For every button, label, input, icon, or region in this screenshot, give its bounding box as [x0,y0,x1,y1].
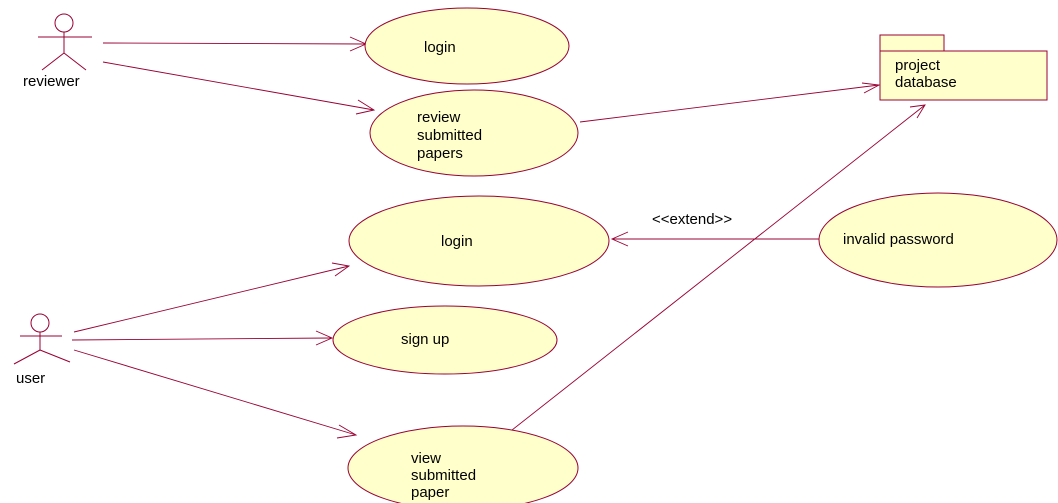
use-case-reviewer-login: login [364,7,570,85]
use-case-user-login: login [348,195,610,287]
actor-head [30,313,50,333]
use-case-ellipse [347,425,579,503]
actor-label: reviewer [23,73,80,90]
actor-user: user [13,313,71,387]
use-case-invalid-password: invalid password [818,192,1058,288]
label-line: view [411,450,441,467]
user-signup-association [71,337,333,341]
label-line: papers [417,145,463,162]
use-case-ellipse [364,7,570,85]
actor-left-leg [13,349,41,365]
actor-right-leg [39,349,71,363]
user-view-association [73,349,357,436]
use-case-ellipse [369,89,579,177]
use-case-sign-up: sign up [332,305,558,375]
label-line: review [417,109,461,126]
arrowhead [861,82,881,94]
arrowhead [909,104,926,119]
label-line: submitted [411,467,476,484]
actor-reviewer: reviewer [23,13,92,90]
use-case-review-submitted-papers: review submitted papers [369,89,579,177]
review-database-dependency [579,84,880,123]
use-case-label: invalid password [843,231,954,248]
arrowhead [610,231,629,247]
actor-label: user [16,370,45,387]
arrowhead [315,330,334,346]
package-tab [879,34,945,52]
package-label: project database [895,57,957,91]
label-line: submitted [417,127,482,144]
use-case-label: review submitted papers [417,109,486,162]
arrowhead [331,262,351,277]
package-body [879,50,1048,101]
use-case-label: sign up [401,331,449,348]
use-case-label: login [424,39,456,56]
arrowhead [336,424,358,439]
reviewer-login-association [102,42,367,45]
use-case-label: login [441,233,473,250]
use-case-ellipse [818,192,1058,288]
arrowhead [355,99,376,115]
reviewer-review-association [102,61,375,111]
view-database-dependency [506,104,926,435]
label-line: project [895,57,941,74]
use-case-label: view submitted paper [411,450,480,501]
user-login-association [73,265,350,333]
label-line: database [895,74,957,91]
actor-head [54,13,74,33]
use-case-ellipse [348,195,610,287]
actor-left-leg [41,52,65,71]
relationships [71,36,926,439]
use-case-view-submitted-paper: view submitted paper [347,425,579,503]
use-case-ellipse [332,305,558,375]
extend-stereotype-label: <<extend>> [652,211,732,228]
package-project-database: project database [879,34,1048,101]
label-line: paper [411,484,449,501]
actor-right-leg [63,52,87,71]
